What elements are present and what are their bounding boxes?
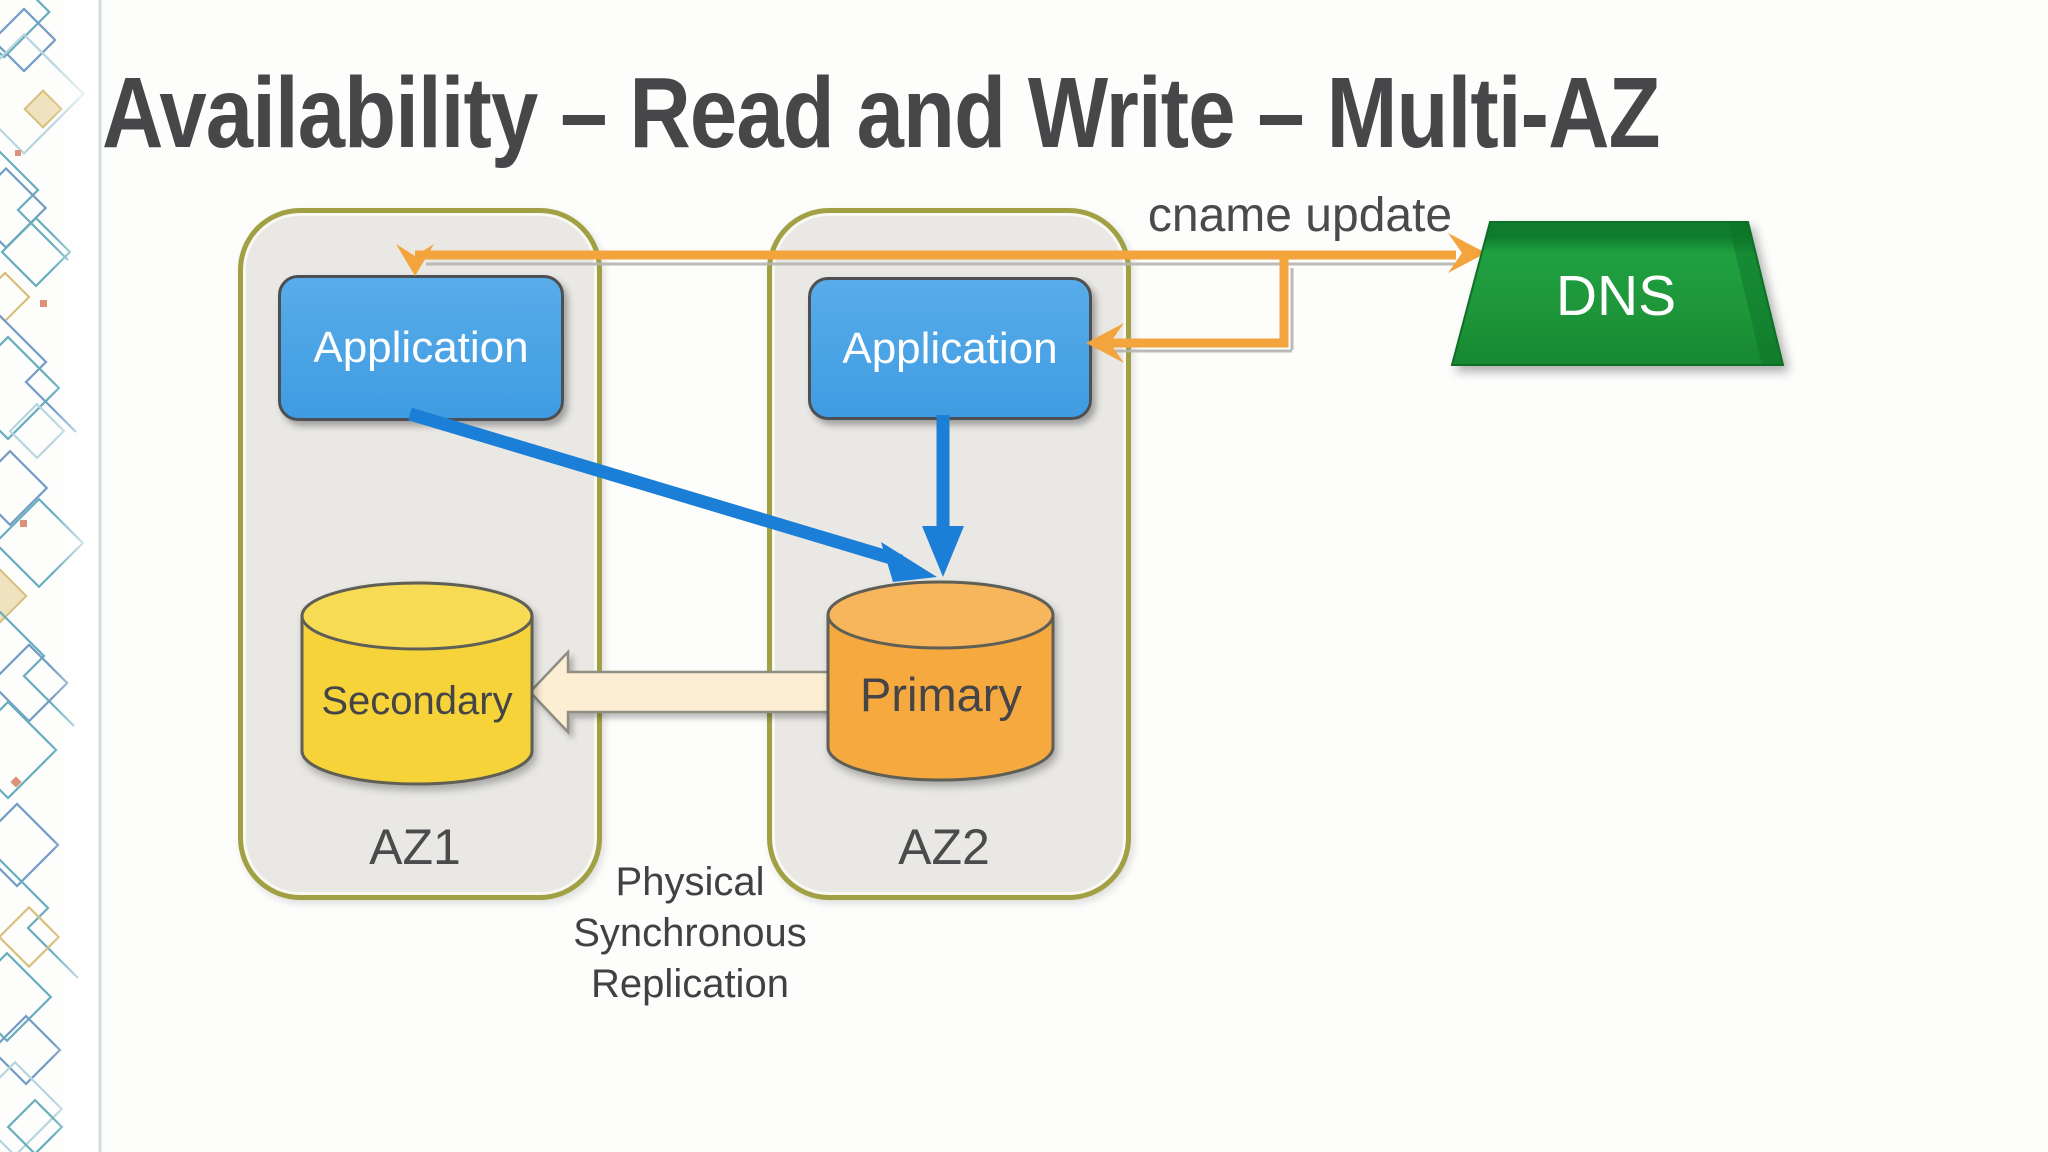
application-label-az1: Application xyxy=(313,323,529,372)
replication-label: Physical Synchronous Replication xyxy=(440,857,940,1010)
decorative-pattern xyxy=(0,0,102,1152)
replication-line-3: Replication xyxy=(591,962,789,1006)
slide-title: Availability – Read and Write – Multi-AZ xyxy=(102,57,1661,169)
application-label-az2: Application xyxy=(842,323,1058,373)
replication-line-2: Synchronous xyxy=(573,911,807,955)
replication-line-1: Physical xyxy=(615,860,765,904)
az1-label: AZ1 xyxy=(369,819,461,875)
application-box-az1: Application xyxy=(278,275,564,421)
cname-update-label: cname update xyxy=(1147,189,1453,242)
dns-label: DNS xyxy=(1556,264,1676,328)
application-box-az2: Application xyxy=(808,277,1092,420)
dns-shape: DNS xyxy=(1450,221,1785,366)
az2-label: AZ2 xyxy=(898,819,990,875)
